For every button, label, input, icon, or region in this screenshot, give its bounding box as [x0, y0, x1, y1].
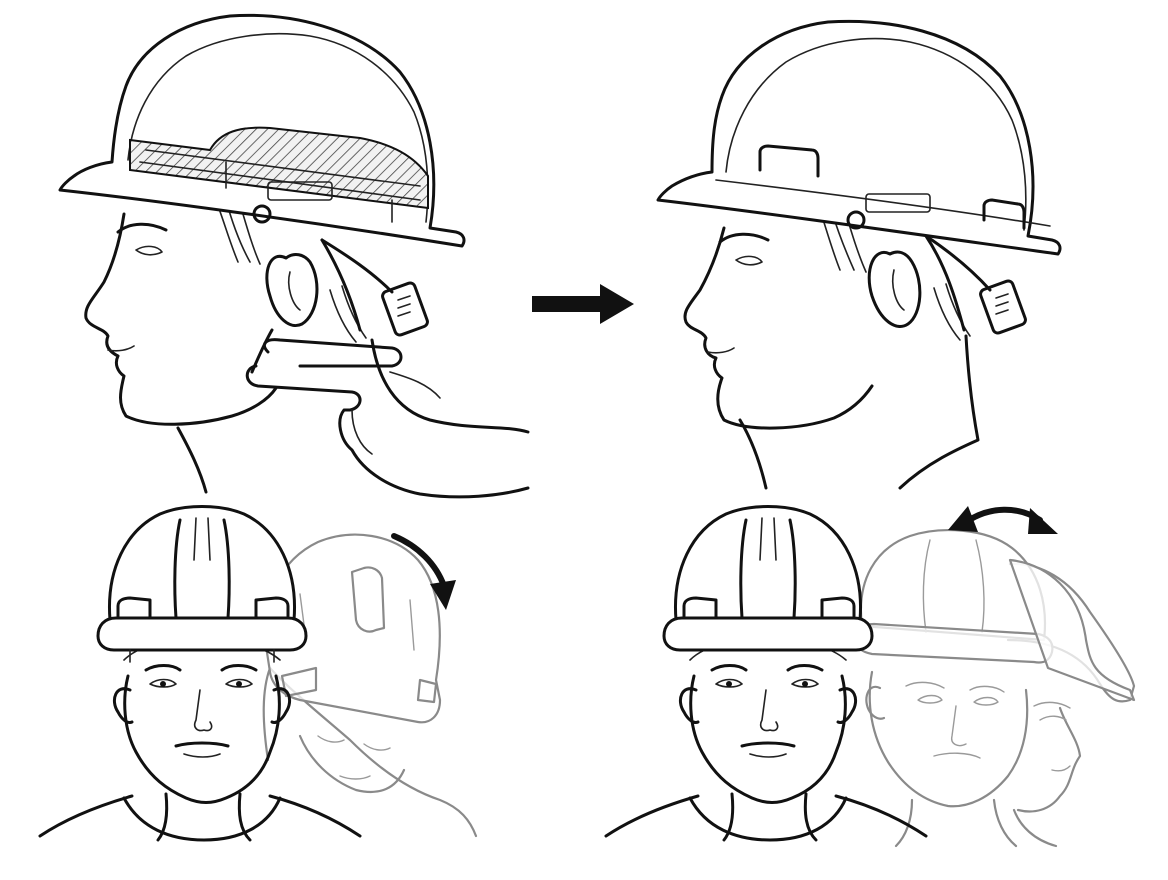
- panel-side-before: [58, 13, 530, 499]
- right-arrow-icon: [532, 284, 634, 324]
- panel-front-nod: [38, 505, 478, 842]
- curved-down-arrow-icon: [391, 533, 456, 610]
- panel-side-after: [656, 19, 1062, 490]
- ghost-turned-head-mid: [854, 529, 1136, 848]
- panel-front-shake: [604, 505, 1136, 848]
- double-curved-arrow-icon: [948, 506, 1058, 534]
- ghost-tilted-head: [262, 533, 478, 838]
